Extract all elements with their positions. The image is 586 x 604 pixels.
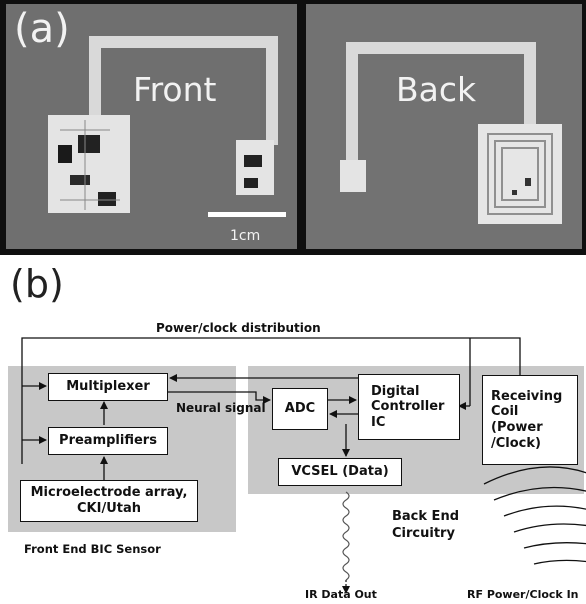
ir-data-out-wave [342,491,350,581]
back-device-drawing [340,42,562,224]
rf-waves [483,466,586,565]
photo-illustration [6,4,582,249]
front-end-label: Front End BIC Sensor [24,542,161,556]
vcsel-block: VCSEL (Data) [278,458,402,486]
multiplexer-label: Multiplexer [66,379,150,395]
multiplexer-block: Multiplexer [48,373,168,401]
back-end-line-2: Circuitry [392,526,455,541]
power-clock-distribution-lines [21,337,521,464]
vcsel-label: VCSEL (Data) [291,464,389,480]
digital-line-3: IC [371,414,386,430]
preamplifiers-label: Preamplifiers [59,433,157,449]
digital-line-2: Controller [371,399,445,415]
preamplifiers-block: Preamplifiers [48,427,168,455]
ir-data-out-label: IR Data Out [305,588,377,601]
panel-a-label: (a) [14,6,70,52]
digital-line-1: Digital [371,383,420,399]
back-end-line-1: Back End [392,509,459,524]
panel-b-label: (b) [10,262,64,306]
adc-label: ADC [284,401,316,417]
scale-bar-label: 1cm [230,228,261,244]
arrow-multiplexer-to-adc [160,391,271,404]
photo-panel: (a) Front Back 1cm [0,0,586,255]
front-label: Front [133,70,217,109]
coil-line-4: /Clock) [491,435,541,451]
neural-signal-label: Neural signal [176,401,266,415]
microelectrode-array-block: Microelectrode array, CKI/Utah [20,480,198,522]
coil-line-2: Coil [491,404,519,420]
power-clock-distribution-label: Power/clock distribution [156,321,321,335]
microelectrode-line-2: CKI/Utah [77,501,141,516]
coil-line-1: Receiving [491,388,563,404]
adc-block: ADC [272,388,328,430]
receiving-coil-block: Receiving Coil (Power /Clock) [482,375,578,465]
microelectrode-line-1: Microelectrode array, [30,485,188,501]
rf-power-clock-in-label: RF Power/Clock In [467,588,579,601]
front-device-drawing [48,36,286,217]
coil-line-3: (Power [491,420,543,435]
back-label: Back [396,70,477,109]
digital-controller-block: Digital Controller IC [358,374,460,440]
